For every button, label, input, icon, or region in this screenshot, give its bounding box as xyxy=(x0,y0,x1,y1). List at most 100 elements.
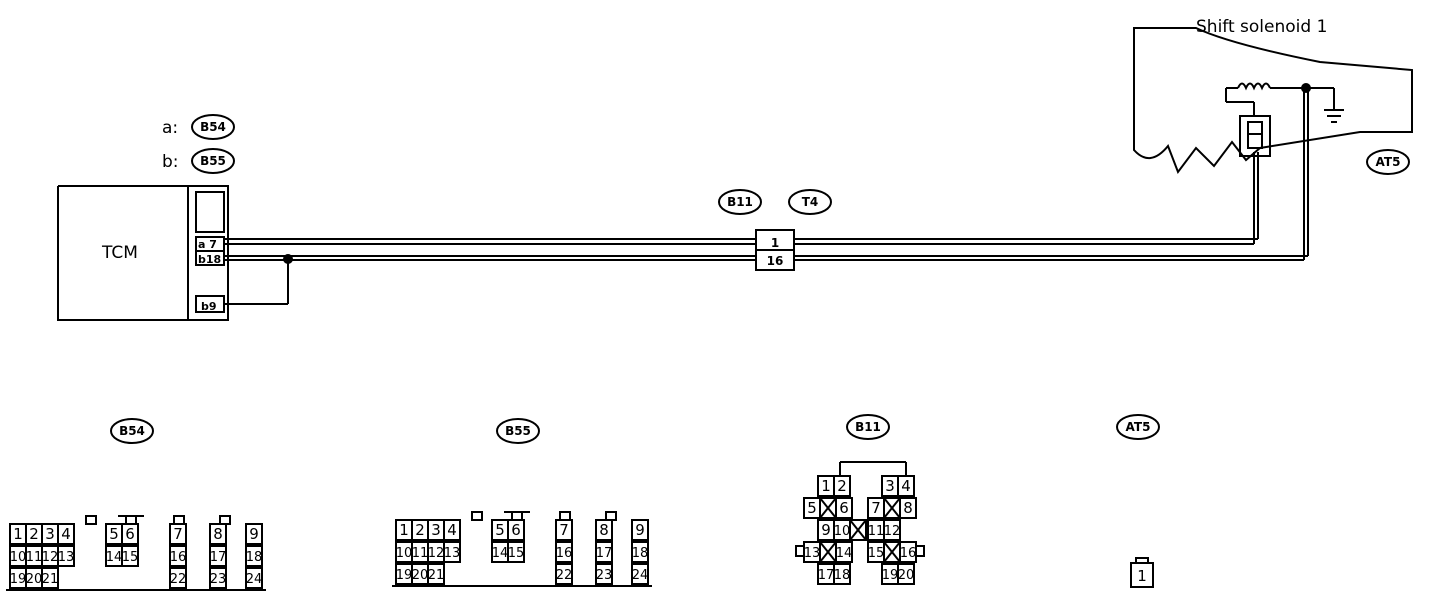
b11-pin-9: 9 xyxy=(821,521,831,539)
face-b55-pin-17-cell xyxy=(595,541,613,563)
face-b54-pin-6-cell xyxy=(121,523,139,545)
wires xyxy=(224,90,1309,305)
b11-pin-3: 3 xyxy=(885,477,895,495)
face-b55-pin-7-cell xyxy=(555,519,573,541)
face-b55-pin-9: 9 xyxy=(635,521,645,539)
face-b11-title-text: B11 xyxy=(855,420,881,434)
b11-pin-19: 19 xyxy=(882,568,899,583)
b11-pin-20-cell xyxy=(897,563,915,585)
joint-pin-16: 16 xyxy=(767,254,784,268)
tcm-pin-b18: b18 xyxy=(198,253,221,266)
b11-pin-14: 14 xyxy=(836,546,853,561)
face-b55-pin-4-cell xyxy=(443,519,461,541)
face-b55-pin-18-cell xyxy=(631,541,649,563)
face-b54-pin-8: 8 xyxy=(213,525,223,543)
face-b54-pin-18-cell xyxy=(245,545,263,567)
face-b55-pin-20: 20 xyxy=(412,568,429,583)
b11-pin-16: 16 xyxy=(900,546,917,561)
face-b55-pin-13-cell xyxy=(443,541,461,563)
b11-pin-6: 6 xyxy=(839,499,849,517)
face-b55-pin-17: 17 xyxy=(596,546,613,561)
at5-pin-1: 1 xyxy=(1137,567,1147,585)
b11-pin-2-cell xyxy=(833,475,851,497)
connector-b55-badge: B55 xyxy=(191,148,235,174)
b11-pin-17: 17 xyxy=(818,568,835,583)
face-b54-pin-21: 21 xyxy=(42,572,59,587)
connector-t4-badge: T4 xyxy=(788,189,832,215)
tcm-pin-a7: a 7 xyxy=(198,238,217,251)
transmission-housing xyxy=(1133,27,1413,175)
face-b55-pin-6: 6 xyxy=(511,521,521,539)
face-b55-pin-2: 2 xyxy=(415,521,425,539)
face-b55-pin-9-cell xyxy=(631,519,649,541)
face-b54-pin-23-cell xyxy=(209,567,227,589)
face-b54-pin-18: 18 xyxy=(246,550,263,565)
face-b55-pin-24: 24 xyxy=(632,568,649,583)
face-b54-title-text: B54 xyxy=(119,424,145,438)
connector-at5-badge: AT5 xyxy=(1366,149,1410,175)
connector-face-at5: 1 xyxy=(1130,557,1154,588)
b11-pin-4-cell xyxy=(897,475,915,497)
face-at5-title-text: AT5 xyxy=(1126,420,1151,434)
b11-pin-2: 2 xyxy=(837,477,847,495)
face-b55-title-text: B55 xyxy=(505,424,531,438)
connector-b55-code: B55 xyxy=(200,154,226,168)
face-b55-pin-21-cell xyxy=(427,563,445,585)
solenoid-splice-point xyxy=(1301,83,1311,93)
tcm-pin-b9: b9 xyxy=(201,300,217,313)
joint-connector xyxy=(755,229,795,271)
b11-pin-15: 15 xyxy=(868,546,885,561)
face-b54-pin-4-cell xyxy=(57,523,75,545)
face-b54-title: B54 xyxy=(110,418,154,444)
solenoid-symbol xyxy=(1225,82,1344,157)
face-b54-pin-19: 19 xyxy=(10,572,27,587)
connector-at5-code: AT5 xyxy=(1376,155,1401,169)
b11-pin-13: 13 xyxy=(804,546,821,561)
face-b54-pin-23: 23 xyxy=(210,572,227,587)
tcm-unit xyxy=(57,185,229,321)
b11-pin-12-cell xyxy=(883,519,901,541)
solenoid-title: Shift solenoid 1 xyxy=(1196,17,1327,37)
face-at5-title: AT5 xyxy=(1116,414,1160,440)
harness-a-label: a: xyxy=(162,118,178,138)
face-b55-pin-22-cell xyxy=(555,563,573,585)
face-b55-pin-19: 19 xyxy=(396,568,413,583)
face-b54-pin-3: 3 xyxy=(45,525,55,543)
face-b54-pin-13-cell xyxy=(57,545,75,567)
face-b54-pin-22: 22 xyxy=(170,572,187,587)
face-b55-pin-24-cell xyxy=(631,563,649,585)
face-b55-pin-3: 3 xyxy=(431,521,441,539)
connector-t4-code: T4 xyxy=(802,195,819,209)
b11-pin-4: 4 xyxy=(901,477,911,495)
face-b55-pin-4: 4 xyxy=(447,521,457,539)
face-b55-pin-13: 13 xyxy=(444,546,461,561)
face-b55-pin-23: 23 xyxy=(596,568,613,583)
face-b55-pin-15-cell xyxy=(507,541,525,563)
face-b55-pin-21: 21 xyxy=(428,568,445,583)
b11-pin-7: 7 xyxy=(871,499,881,517)
b11-pin-18-cell xyxy=(833,563,851,585)
face-b55-pin-12: 12 xyxy=(428,546,445,561)
face-b11-title: B11 xyxy=(846,414,890,440)
face-b55-pin-1: 1 xyxy=(399,521,409,539)
face-b55-pin-10: 10 xyxy=(396,546,413,561)
b11-pin-18: 18 xyxy=(834,568,851,583)
face-b54-pin-16: 16 xyxy=(170,550,187,565)
b11-pin-20: 20 xyxy=(898,568,915,583)
face-b54-pin-15: 15 xyxy=(122,550,139,565)
b11-pin-5: 5 xyxy=(807,499,817,517)
harness-b-label: b: xyxy=(162,152,179,172)
face-b55-pin-18: 18 xyxy=(632,546,649,561)
b11-pin-10: 10 xyxy=(834,524,851,539)
face-b55-pin-16-cell xyxy=(555,541,573,563)
face-b54-pin-4: 4 xyxy=(61,525,71,543)
face-b55-pin-6-cell xyxy=(507,519,525,541)
face-b55-pin-7: 7 xyxy=(559,521,569,539)
face-b54-pin-7-cell xyxy=(169,523,187,545)
face-b54-pin-9-cell xyxy=(245,523,263,545)
joint-pin-1: 1 xyxy=(771,236,779,250)
